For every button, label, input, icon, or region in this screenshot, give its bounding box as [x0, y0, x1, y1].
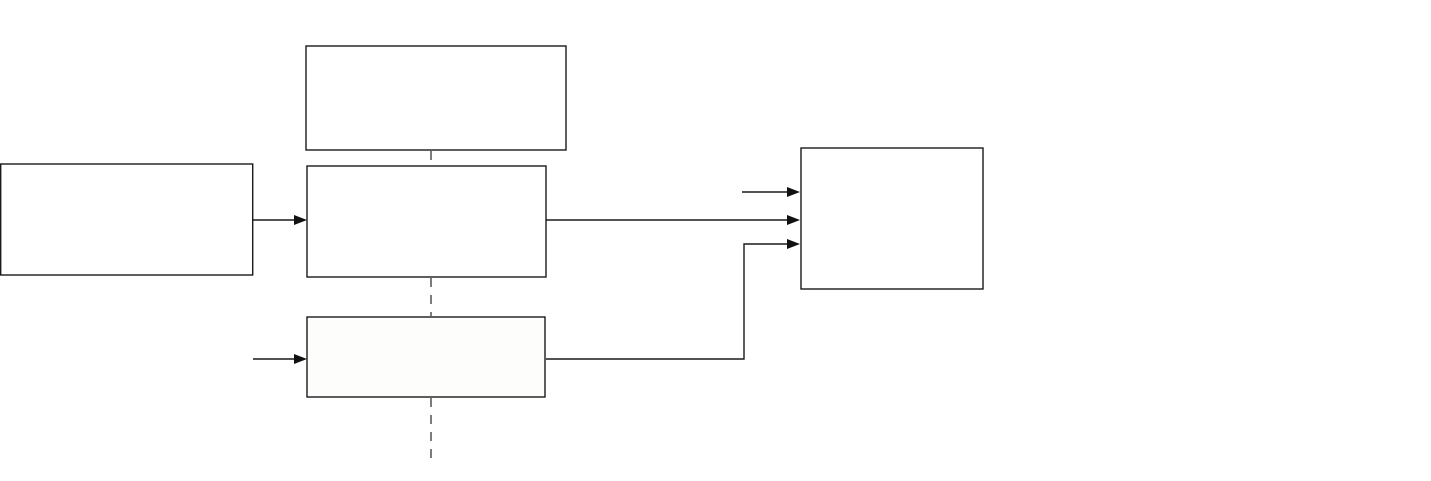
arrow-lower-to-right-head	[787, 239, 800, 249]
left-box	[0, 163, 254, 276]
right-box	[800, 147, 984, 290]
arrow-input-to-right-head	[787, 187, 800, 197]
lower-center-box	[306, 316, 546, 398]
arrow-lower-to-right-line	[546, 243, 789, 360]
top-center-box	[305, 45, 567, 151]
arrow-input-to-lower-head	[294, 354, 307, 364]
middle-center-box	[306, 165, 547, 278]
arrow-left-to-middle-head	[294, 215, 307, 225]
arrow-middle-to-right-head	[787, 215, 800, 225]
